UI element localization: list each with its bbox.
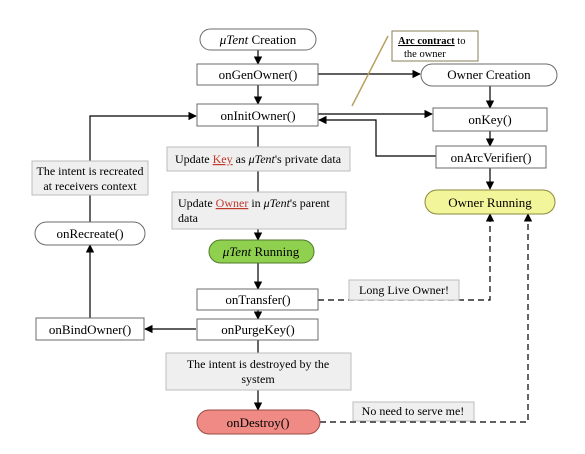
on-transfer-node[interactable]: onTransfer() <box>196 288 319 311</box>
on-bind-owner-node[interactable]: onBindOwner() <box>35 317 145 341</box>
edge-transfer-to-ownerrunning <box>318 213 495 301</box>
owner-running-label: Owner Running <box>448 195 532 210</box>
arc-contract-callout-line <box>351 35 389 107</box>
update-key-utent: μTent <box>248 152 276 166</box>
recreated-note: The intent is recreated at receivers con… <box>31 160 149 196</box>
owner-running-node[interactable]: Owner Running <box>424 189 556 215</box>
on-arc-verifier-node[interactable]: onArcVerifier() <box>435 145 547 169</box>
on-init-owner-label: onInitOwner() <box>220 108 295 123</box>
owner-creation-node[interactable]: Owner Creation <box>420 63 558 87</box>
utent-running-label: Running <box>251 244 300 259</box>
update-owner-pre: Update <box>178 196 216 210</box>
destroyed-line1: The intent is destroyed by the <box>187 357 329 371</box>
destroyed-note: The intent is destroyed by the system <box>165 352 352 391</box>
on-init-owner-node[interactable]: onInitOwner() <box>196 103 319 127</box>
on-key-node[interactable]: onKey() <box>432 107 548 132</box>
edges <box>85 50 495 411</box>
update-owner-utent: μTent <box>263 196 291 210</box>
long-live-owner-note: Long Live Owner! <box>348 279 460 301</box>
arc-contract-post: to <box>455 36 466 47</box>
svg-text:Update Owner in μTent's parent: Update Owner in μTent's parent <box>178 196 330 210</box>
update-owner-post: 's parent <box>290 196 330 210</box>
update-key-pre: Update <box>175 152 213 166</box>
utent-creation-label-italic: μTent <box>219 32 249 47</box>
destroyed-line2: system <box>241 372 275 386</box>
no-need-note: No need to serve me! <box>352 401 475 422</box>
update-key-mid: as <box>233 152 249 166</box>
owner-creation-label: Owner Creation <box>447 67 531 82</box>
arc-contract-line2: the owner <box>404 49 446 60</box>
utent-running-label-italic: μTent <box>222 244 252 259</box>
on-gen-owner-node[interactable]: onGenOwner() <box>196 63 319 86</box>
utent-creation-label: Creation <box>248 32 297 47</box>
utent-creation-node[interactable]: μTent Creation <box>199 28 317 51</box>
svg-text:μTent Running: μTent Running <box>222 244 300 259</box>
recreated-line1: The intent is recreated <box>37 164 144 178</box>
on-destroy-node[interactable]: onDestroy() <box>196 409 321 435</box>
on-arc-verifier-label: onArcVerifier() <box>451 150 532 165</box>
edge-destroy-to-ownerrunning <box>320 213 533 423</box>
long-live-owner-text: Long Live Owner! <box>359 283 449 297</box>
on-gen-owner-label: onGenOwner() <box>219 67 298 82</box>
svg-text:μTent Creation: μTent Creation <box>219 32 297 47</box>
update-owner-mid: in <box>248 196 263 210</box>
on-bind-owner-label: onBindOwner() <box>49 322 131 337</box>
on-recreate-label: onRecreate() <box>56 226 123 241</box>
on-recreate-node[interactable]: onRecreate() <box>34 221 146 246</box>
svg-text:Update Key as μTent's private: Update Key as μTent's private data <box>175 152 342 166</box>
edge-arcverifier-to-initowner <box>318 115 436 157</box>
arc-contract-note: Arc contract to the owner <box>391 30 479 62</box>
recreated-line2: at receivers context <box>43 179 137 193</box>
on-purge-key-node[interactable]: onPurgeKey() <box>196 318 319 341</box>
on-purge-key-label: onPurgeKey() <box>221 322 294 337</box>
dashed-edges <box>318 213 533 423</box>
update-owner-note: Update Owner in μTent's parent data <box>171 191 347 230</box>
on-key-label: onKey() <box>468 112 511 127</box>
utent-running-node[interactable]: μTent Running <box>208 239 315 264</box>
update-owner-line2: data <box>178 211 199 225</box>
update-key-post: 's private data <box>275 152 342 166</box>
no-need-text: No need to serve me! <box>362 404 465 418</box>
arc-contract-bold: Arc contract <box>398 36 455 47</box>
update-key-note: Update Key as μTent's private data <box>166 146 351 172</box>
on-destroy-label: onDestroy() <box>227 415 290 430</box>
update-key-highlight: Key <box>213 152 233 166</box>
svg-text:Arc contract to: Arc contract to <box>398 36 465 47</box>
on-transfer-label: onTransfer() <box>225 292 290 307</box>
update-owner-highlight: Owner <box>216 196 249 210</box>
